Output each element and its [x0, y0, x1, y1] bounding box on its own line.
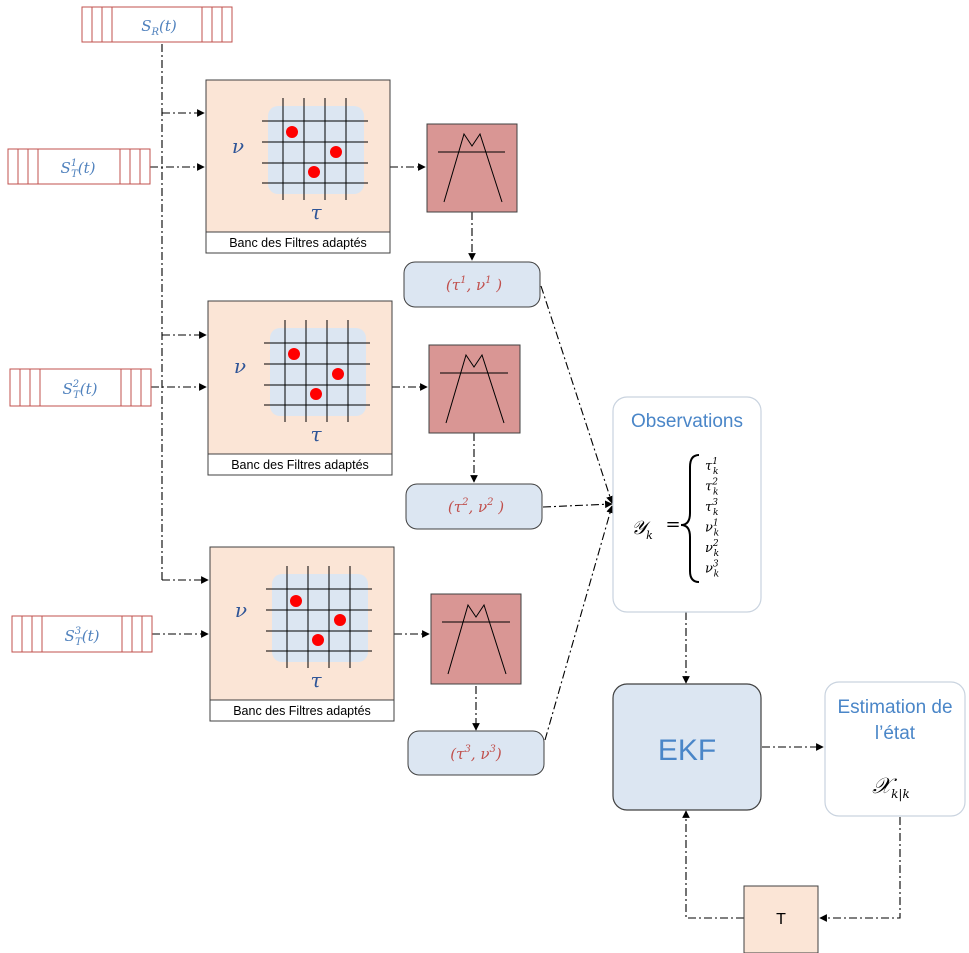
filter-bank-1: ν τ Banc des Filtres adaptés	[205, 79, 391, 254]
filter-bank-label: Banc des Filtres adaptés	[229, 236, 367, 250]
filter-bank-2: ν τ Banc des Filtres adaptés	[207, 300, 393, 476]
doppler-axis-label: ν	[232, 134, 244, 158]
observations-title: Observations	[631, 411, 743, 432]
delay-axis-label: τ	[310, 422, 322, 446]
estimate-label-2: (τ2, ν2 )	[448, 497, 504, 516]
estimate-box-1: (τ1, ν1 )	[403, 261, 541, 308]
peak-dot	[308, 166, 320, 178]
peak-dot	[332, 368, 344, 380]
peak-detector-2	[428, 344, 521, 434]
peak-dot	[334, 614, 346, 626]
ambiguity-grid-bg-1	[268, 106, 364, 194]
observations-brace	[680, 454, 700, 583]
doppler-axis-label: ν	[235, 598, 247, 622]
estimate-box-3: (τ3, ν3)	[407, 730, 545, 776]
ambiguity-grid-1	[262, 98, 368, 200]
delay-axis-label: τ	[310, 200, 322, 224]
peak-dot	[290, 595, 302, 607]
estimate1-to-observations	[540, 285, 614, 504]
filter-bank-label: Banc des Filtres adaptés	[233, 704, 371, 718]
state-to-delay	[819, 817, 901, 922]
ekf-block: EKF	[612, 683, 762, 811]
ambiguity-grid-bg-2	[270, 328, 366, 416]
ambiguity-grid-3	[266, 566, 372, 668]
filter-bank-3: ν τ Banc des Filtres adaptés	[209, 546, 395, 722]
peak-dot	[330, 146, 342, 158]
ambiguity-grid-bg-3	[272, 574, 368, 662]
peak-dot	[312, 634, 324, 646]
ambiguity-grid-2	[264, 320, 370, 422]
filter-bank-label: Banc des Filtres adaptés	[231, 458, 369, 472]
delay-axis-label: τ	[310, 668, 322, 692]
reference-signal-label: SR(t)	[141, 17, 177, 38]
peak-detector-1	[426, 123, 518, 213]
state-estimate-title-1: Estimation de	[837, 697, 952, 718]
peak-dot	[310, 388, 322, 400]
estimate-label-1: (τ1, ν1 )	[446, 275, 502, 294]
estimate3-to-observations	[544, 505, 614, 741]
peak-detector-3	[430, 593, 522, 685]
state-estimate-box: Estimation de l’état 𝒳k|k	[824, 681, 966, 817]
peak-dot	[288, 348, 300, 360]
doppler-axis-label: ν	[234, 354, 246, 378]
peak-dot	[286, 126, 298, 138]
estimate-box-2: (τ2, ν2 )	[405, 483, 543, 530]
delay-to-ekf	[682, 810, 744, 919]
delay-block: T	[743, 885, 819, 953]
estimate-label-3: (τ3, ν3)	[450, 744, 502, 763]
reference-signal-box: SR(t)	[81, 6, 233, 43]
estimate2-to-observations	[542, 500, 613, 509]
state-estimate-title-2: l’état	[875, 723, 916, 744]
connectors	[150, 44, 901, 922]
state-estimate-symbol: 𝒳k|k	[872, 774, 910, 801]
ekf-label: EKF	[658, 734, 716, 767]
observations-equals: =	[665, 514, 680, 535]
delay-label: T	[776, 911, 786, 928]
